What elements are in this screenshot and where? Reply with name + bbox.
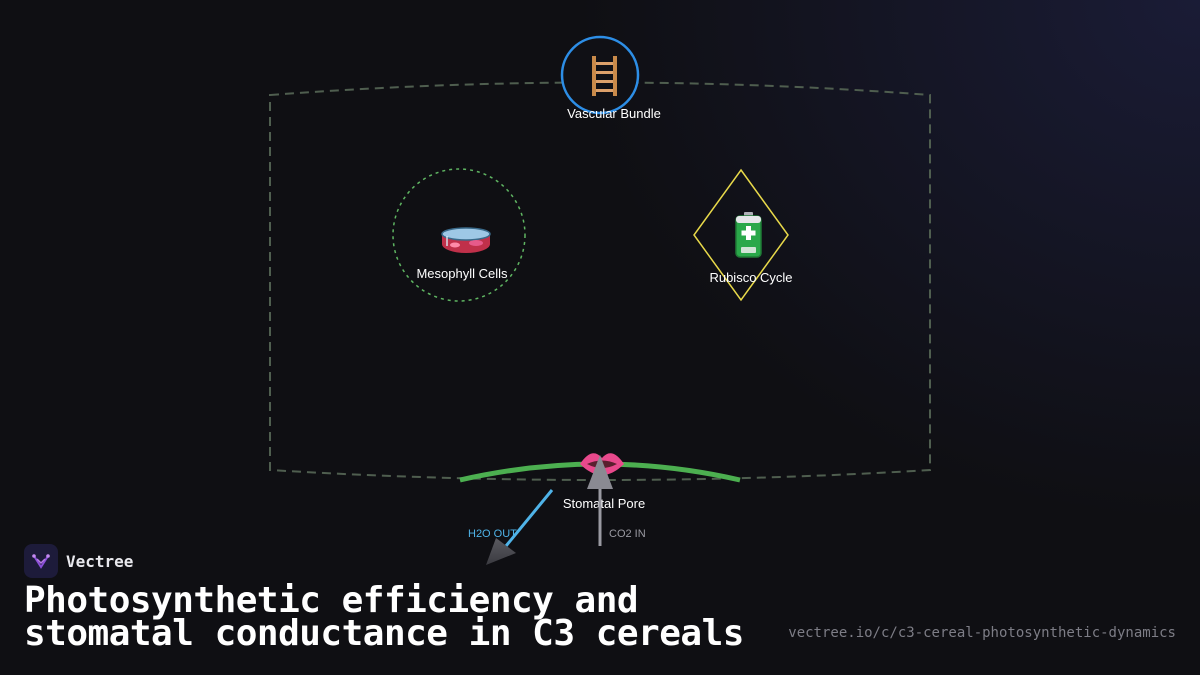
vascular-bundle-label: Vascular Bundle xyxy=(567,106,661,121)
h2o-out-arrowhead xyxy=(486,538,516,565)
rubisco-cycle-node[interactable]: Rubisco Cycle xyxy=(693,168,793,302)
source-url[interactable]: vectree.io/c/c3-cereal-photosynthetic-dy… xyxy=(788,625,1176,641)
stomatal-pore-label: Stomatal Pore xyxy=(563,496,645,511)
co2-in-flow: CO2 IN xyxy=(587,455,646,546)
rubisco-cycle-label: Rubisco Cycle xyxy=(709,270,792,285)
petri-dish-icon xyxy=(441,227,491,253)
vectree-logo-icon xyxy=(24,544,58,578)
vascular-bundle-node[interactable]: Vascular Bundle xyxy=(560,35,661,121)
battery-icon xyxy=(735,212,762,258)
brand-name: Vectree xyxy=(66,551,134,571)
h2o-out-arrow-shaft xyxy=(504,489,554,547)
rubisco-cycle-diamond xyxy=(693,168,789,302)
mesophyll-cells-label: Mesophyll Cells xyxy=(416,266,508,281)
h2o-out-label: H2O OUT xyxy=(468,528,517,540)
leaf-outline xyxy=(269,81,931,481)
mesophyll-cells-node[interactable]: Mesophyll Cells xyxy=(392,168,526,302)
ladder-icon xyxy=(592,56,617,96)
brand[interactable]: Vectree xyxy=(24,544,133,578)
vascular-bundle-ring xyxy=(560,35,640,115)
mesophyll-cells-ring xyxy=(392,168,526,302)
co2-in-label: CO2 IN xyxy=(609,528,646,540)
co2-in-arrowhead xyxy=(587,455,613,489)
page-title: Photosynthetic efficiency and stomatal c… xyxy=(24,580,744,654)
h2o-out-flow: H2O OUT xyxy=(468,489,554,565)
